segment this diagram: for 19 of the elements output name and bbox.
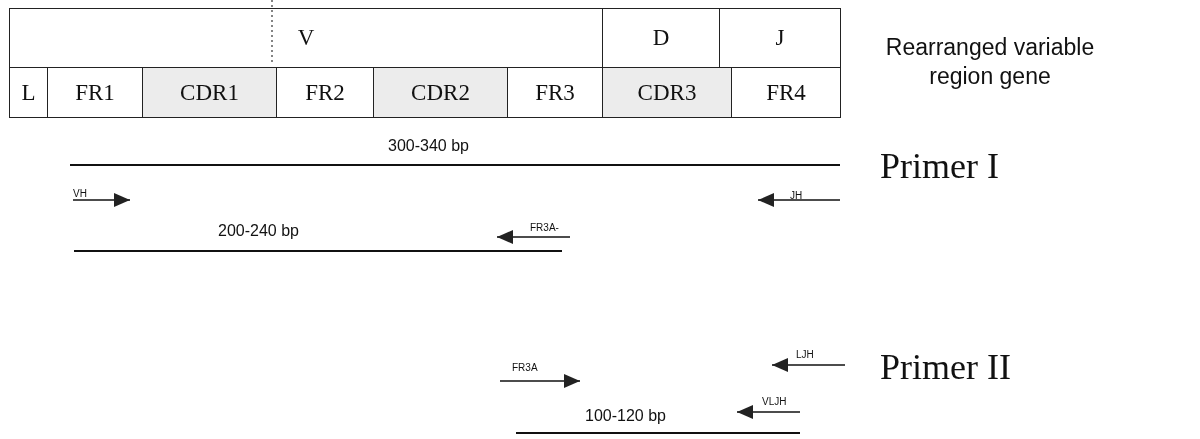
primer-set-label: Primer I [880, 145, 999, 187]
size-label: 300-340 bp [388, 137, 469, 155]
gene-segment-box: J [719, 8, 841, 68]
primer-set-label: Primer II [880, 346, 1011, 388]
primer-name: VLJH [762, 396, 787, 407]
primer-name: LJH [796, 349, 814, 360]
gene-segment-box: L [9, 67, 48, 118]
gene-segment-box: CDR1 [142, 67, 277, 118]
primer-name: FR3A- [530, 222, 559, 233]
gene-segment-box: CDR3 [602, 67, 732, 118]
gene-segment-box: FR4 [731, 67, 841, 118]
primer-name: FR3A [512, 362, 538, 373]
gene-caption: Rearranged variable region gene [884, 33, 1096, 91]
primer-name: JH [790, 190, 803, 201]
gene-segment-box: CDR2 [373, 67, 508, 118]
size-label: 200-240 bp [218, 222, 299, 240]
primer-name: VH [73, 188, 87, 199]
gene-segment-box: V [9, 8, 603, 68]
size-label: 100-120 bp [585, 407, 666, 425]
